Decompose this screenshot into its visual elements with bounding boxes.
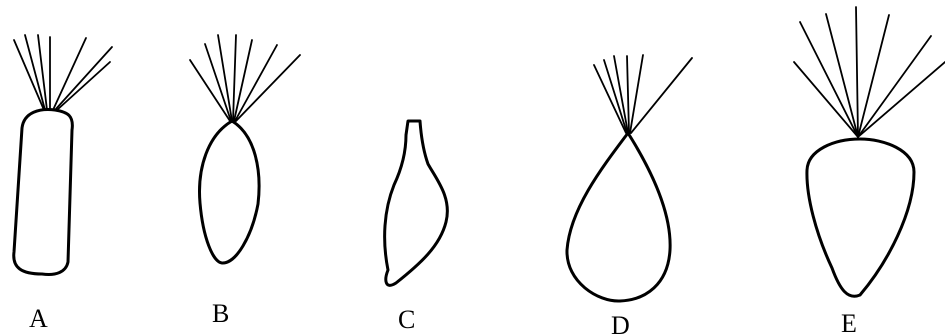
figure-d-label: D (611, 311, 630, 336)
figure-c-body (385, 121, 448, 285)
figure-c: C (385, 121, 448, 334)
figure-d: D (567, 55, 692, 336)
figure-a-bristles (14, 35, 112, 110)
figure-b-body (200, 121, 260, 263)
figure-e-label: E (841, 309, 857, 336)
figure-b: B (190, 35, 300, 328)
figure-e-body (807, 139, 914, 296)
figure-d-bristles (594, 55, 692, 133)
figure-c-label: C (398, 305, 415, 334)
figure-e-bristles (794, 7, 945, 137)
figure-b-label: B (212, 299, 229, 328)
figure-d-body (567, 133, 670, 301)
figure-a-label: A (29, 304, 48, 333)
figure-a: A (14, 35, 112, 333)
figure-b-bristles (190, 35, 300, 121)
figure-e: E (794, 7, 945, 336)
figure-a-body (14, 110, 73, 275)
